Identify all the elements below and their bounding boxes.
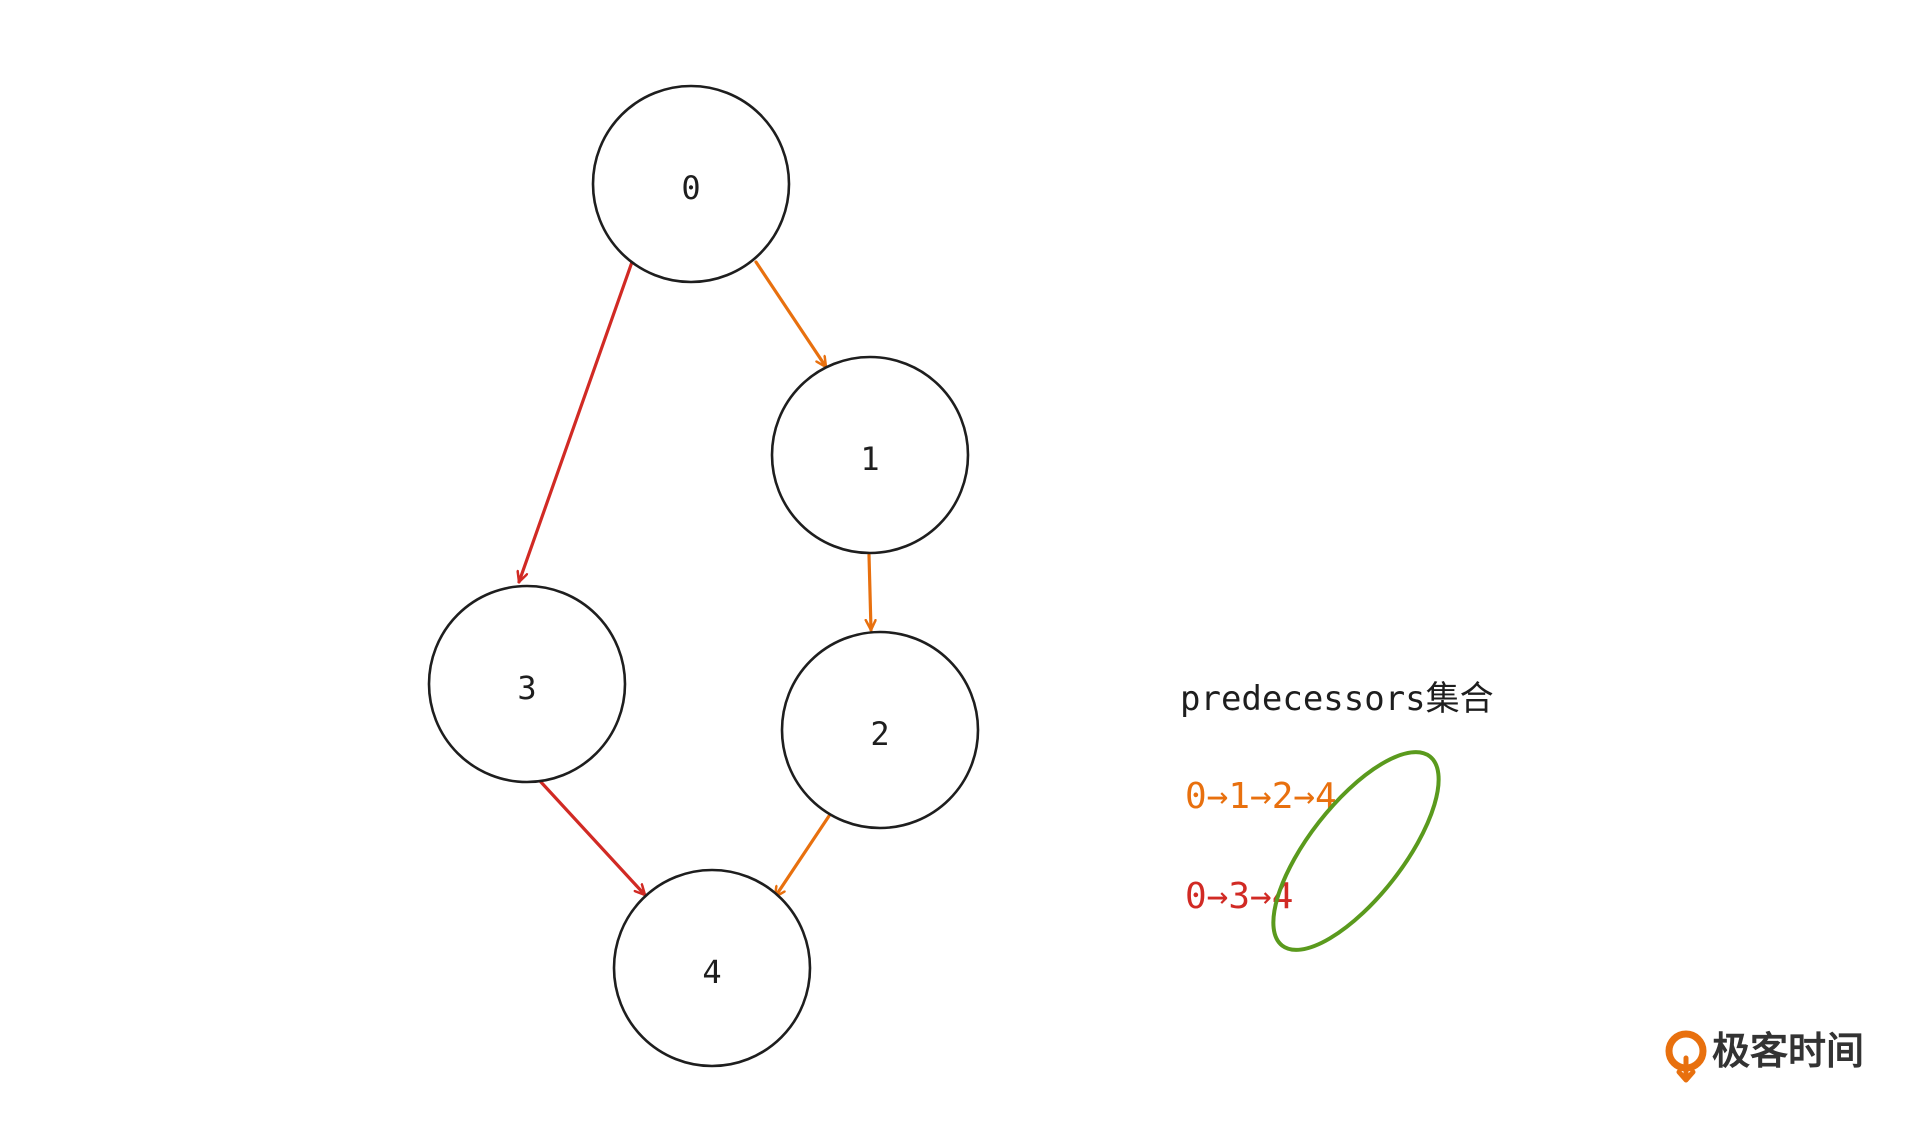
node-circle bbox=[770, 355, 970, 555]
edge-1-to-2 bbox=[869, 553, 871, 632]
node-label: 1 bbox=[860, 440, 879, 478]
node-label: 4 bbox=[702, 953, 721, 991]
brand-logo-text: 极客时间 bbox=[1712, 1029, 1864, 1073]
graph-node-3: 3 bbox=[427, 584, 627, 784]
node-circle bbox=[427, 584, 627, 784]
edges bbox=[519, 260, 871, 899]
predecessors-panel: predecessors集合 0→1→2→4 0→3→4 bbox=[1180, 679, 1494, 952]
highlight-ellipse bbox=[1271, 750, 1441, 952]
node-circle bbox=[591, 84, 791, 284]
graph-node-0: 0 bbox=[591, 84, 791, 284]
edge-3-to-4 bbox=[538, 779, 647, 897]
predecessors-title: predecessors集合 bbox=[1180, 679, 1494, 719]
graph-node-2: 2 bbox=[780, 630, 980, 830]
brand-logo: 极客时间 bbox=[1665, 1029, 1864, 1083]
graph-node-4: 4 bbox=[612, 868, 812, 1068]
node-label: 2 bbox=[870, 715, 889, 753]
edge-0-to-3 bbox=[519, 260, 634, 584]
edge-0-to-1 bbox=[754, 260, 828, 369]
node-circle bbox=[612, 868, 812, 1068]
node-circle bbox=[780, 630, 980, 830]
node-label: 3 bbox=[517, 669, 536, 707]
graph-node-1: 1 bbox=[770, 355, 970, 555]
edge-2-to-4 bbox=[773, 814, 831, 899]
path-orange: 0→1→2→4 bbox=[1185, 776, 1337, 817]
geektime-logo-icon bbox=[1665, 1030, 1707, 1083]
node-label: 0 bbox=[681, 169, 700, 207]
